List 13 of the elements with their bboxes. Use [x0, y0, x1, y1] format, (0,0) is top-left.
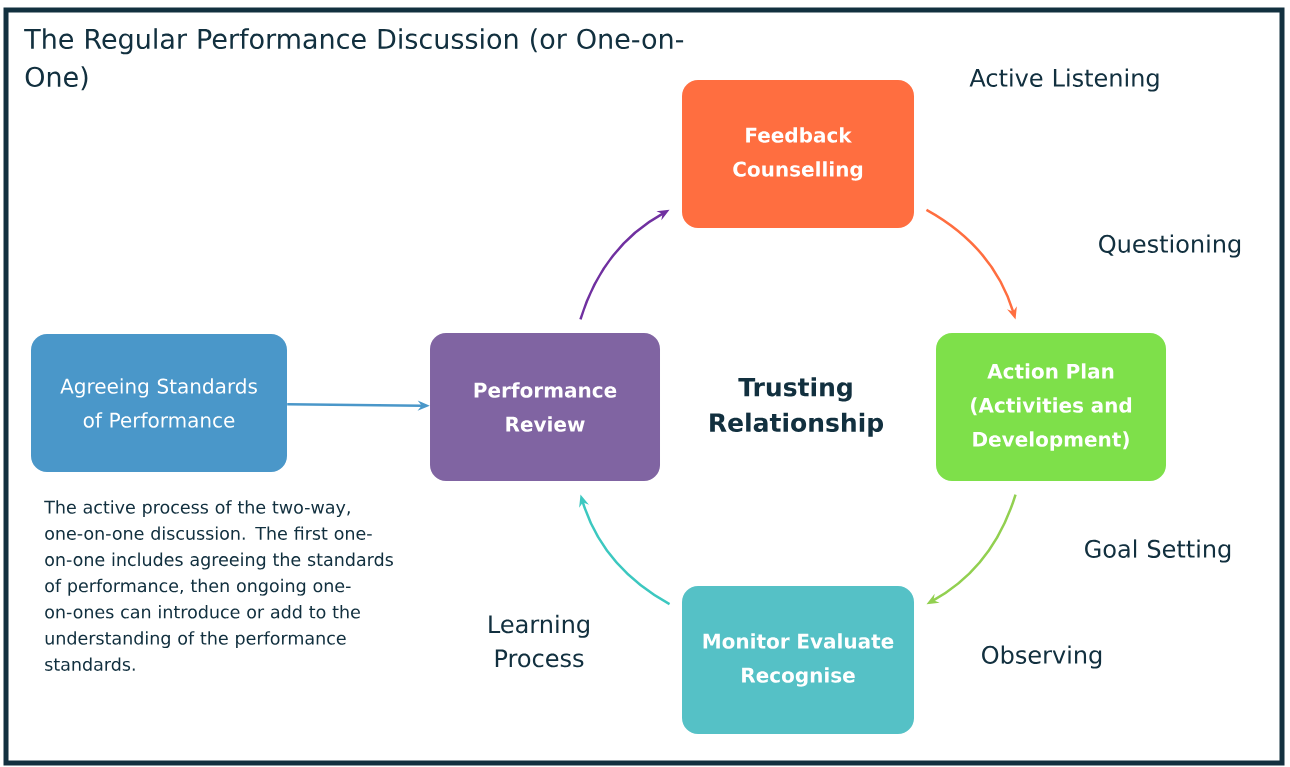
step-label: Active Listening [969, 68, 1159, 92]
step-label: Observing [982, 645, 1102, 669]
step-label: Questioning [1099, 234, 1241, 258]
process-box: Agreeing Standards of Performance [31, 334, 287, 472]
center-label: Trusting Relationship [710, 377, 884, 437]
description-text: The active process of the two-way, one-on-one discussion. The first one-on-one includes agreeing the standards of performance, then ongoing one-on-ones can introduce or add to the understanding of the performance standards. [44, 500, 393, 671]
process-box: Performance Review [430, 333, 660, 481]
process-box: Monitor Evaluate Recognise [682, 586, 914, 734]
process-box: Action Plan (Activities and Development) [936, 333, 1166, 481]
title: The Regular Performance Discussion (or One-on-One) [24, 28, 684, 91]
process-box: Feedback Counselling [682, 80, 914, 228]
step-label: Learning Process [489, 614, 589, 668]
step-label: Goal Setting [1085, 539, 1231, 563]
